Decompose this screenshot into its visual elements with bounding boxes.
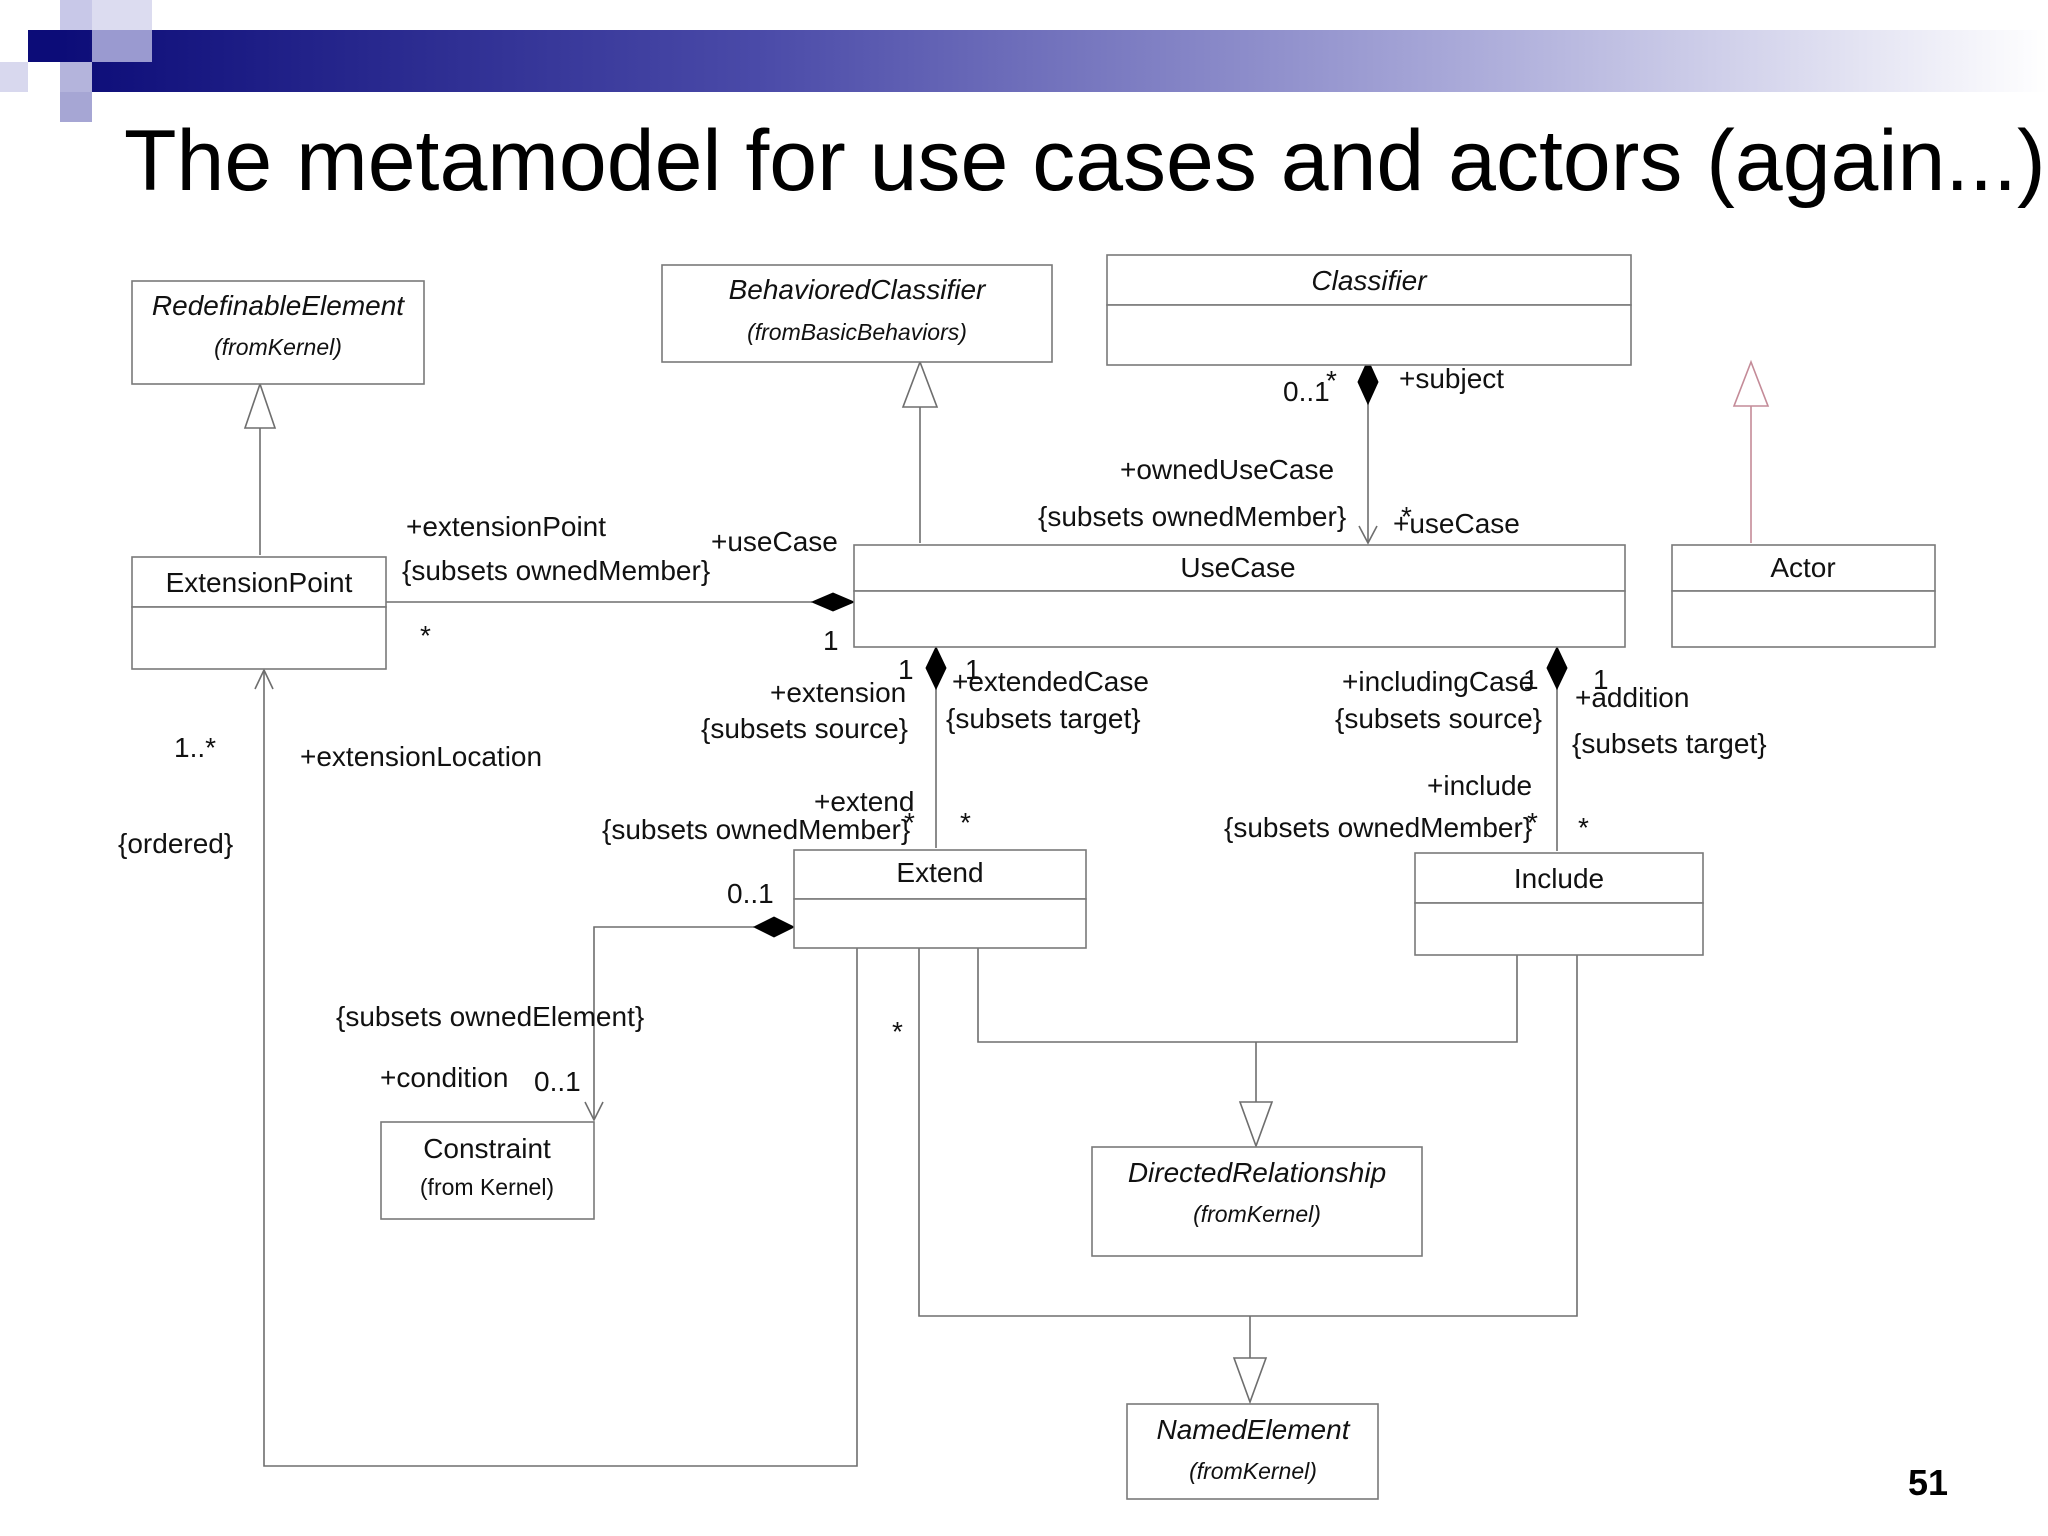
title-banner <box>0 0 2048 122</box>
class-extension-point: ExtensionPoint <box>131 556 387 670</box>
class-name: Constraint <box>423 1133 551 1164</box>
banner-square-dark <box>28 30 60 62</box>
generalization-extend-include-directedrelationship <box>977 948 1518 1149</box>
extension-subsets: {subsets source} <box>701 713 908 744</box>
owned-use-case-star: * <box>1401 501 1412 532</box>
association-usecase-extend <box>925 645 947 848</box>
class-name: Actor <box>1770 552 1835 583</box>
extend-role: +extend <box>814 786 914 817</box>
use-case-role-ep: +useCase <box>711 526 838 557</box>
slide-title: The metamodel for use cases and actors (… <box>124 113 2046 209</box>
use-case-multiplicity-ep: 1 <box>823 625 839 656</box>
extend-star-2: * <box>960 807 971 838</box>
extension-multiplicity: 1 <box>898 654 914 685</box>
class-name: UseCase <box>1180 552 1295 583</box>
include-star-1: * <box>1527 807 1538 838</box>
class-named-element: NamedElement (fromKernel) <box>1126 1403 1379 1500</box>
addition-subsets: {subsets target} <box>1572 728 1767 759</box>
subject-multiplicity: 0..1 <box>1283 376 1330 407</box>
generalization-to-namedelement <box>918 948 1578 1405</box>
class-name: RedefinableElement <box>152 290 405 321</box>
addition-multiplicity: 1 <box>1593 664 1609 695</box>
extension-point-role: +extensionPoint <box>406 511 606 542</box>
extend-condition-multiplicity: 0..1 <box>727 878 774 909</box>
class-origin: (fromKernel) <box>214 334 342 360</box>
class-origin: (from Kernel) <box>420 1174 554 1200</box>
class-behaviored-classifier: BehavioredClassifier (fromBasicBehaviors… <box>661 264 1053 363</box>
class-name: Classifier <box>1311 265 1428 296</box>
class-extend: Extend <box>793 849 1087 949</box>
extension-location-multiplicity: 1..* <box>174 732 216 763</box>
extended-case-role: +extendedCase <box>952 666 1149 697</box>
class-redefinable-element: RedefinableElement (fromKernel) <box>131 280 425 385</box>
subject-star: * <box>1326 365 1337 396</box>
banner-square-light-4 <box>60 92 92 122</box>
extend-to-extension-point-star: * <box>892 1016 903 1047</box>
class-origin: (fromKernel) <box>1193 1201 1321 1227</box>
banner-square-light-1 <box>60 0 92 30</box>
include-role: +include <box>1427 770 1532 801</box>
banner-square-light-3 <box>0 62 28 92</box>
class-name: ExtensionPoint <box>166 567 353 598</box>
association-usecase-extensionpoint <box>386 592 856 612</box>
extension-point-star: * <box>420 620 431 651</box>
class-name: Include <box>1514 863 1604 894</box>
generalization-actor-classifier <box>1732 359 1770 543</box>
generalization-usecase-behavioredclassifier <box>901 359 939 543</box>
including-case-subsets: {subsets source} <box>1335 703 1542 734</box>
class-classifier: Classifier <box>1106 254 1632 366</box>
extended-case-subsets: {subsets target} <box>946 703 1141 734</box>
class-origin: (fromBasicBehaviors) <box>747 319 967 345</box>
owned-element-subsets: {subsets ownedElement} <box>336 1001 644 1032</box>
class-name: NamedElement <box>1157 1414 1351 1445</box>
use-case-role-classifier: +useCase <box>1393 508 1520 539</box>
banner-square-mid-2 <box>60 62 92 92</box>
condition-role: +condition <box>380 1062 508 1093</box>
class-constraint: Constraint (from Kernel) <box>380 1121 595 1220</box>
include-star-2: * <box>1578 812 1589 843</box>
extend-star-1: * <box>904 807 915 838</box>
extension-role: +extension <box>770 677 906 708</box>
including-case-role: +includingCase <box>1342 666 1534 697</box>
owned-use-case-role: +ownedUseCase <box>1120 454 1334 485</box>
class-use-case: UseCase <box>853 544 1626 648</box>
addition-role: +addition <box>1575 682 1689 713</box>
extend-subsets: {subsets ownedMember} <box>602 814 910 845</box>
class-name: DirectedRelationship <box>1128 1157 1386 1188</box>
class-include: Include <box>1414 852 1704 956</box>
class-directed-relationship: DirectedRelationship (fromKernel) <box>1091 1146 1423 1257</box>
class-name: BehavioredClassifier <box>729 274 987 305</box>
include-subsets: {subsets ownedMember} <box>1224 812 1532 843</box>
class-origin: (fromKernel) <box>1189 1458 1317 1484</box>
extension-point-subsets: {subsets ownedMember} <box>402 555 710 586</box>
subject-role: +subject <box>1399 363 1504 394</box>
extension-location-ordered: {ordered} <box>118 828 233 859</box>
generalization-extensionpoint-redefinable <box>243 381 277 555</box>
association-extend-constraint <box>584 916 796 1122</box>
banner-bar <box>60 30 2048 92</box>
slide-number: 51 <box>1908 1462 1949 1503</box>
association-usecase-include <box>1546 645 1568 851</box>
class-actor: Actor <box>1671 544 1936 648</box>
extension-location-role: +extensionLocation <box>300 741 542 772</box>
association-extend-extensionpoint <box>254 668 858 1467</box>
class-name: Extend <box>896 857 983 888</box>
banner-square-light-2 <box>92 0 152 30</box>
owned-use-case-subsets: {subsets ownedMember} <box>1038 501 1346 532</box>
condition-multiplicity: 0..1 <box>534 1066 581 1097</box>
association-classifier-usecase <box>1357 358 1379 545</box>
extended-case-multiplicity: 1 <box>965 654 981 685</box>
including-case-multiplicity: 1 <box>1523 664 1539 695</box>
banner-square-mid-1 <box>92 30 152 62</box>
